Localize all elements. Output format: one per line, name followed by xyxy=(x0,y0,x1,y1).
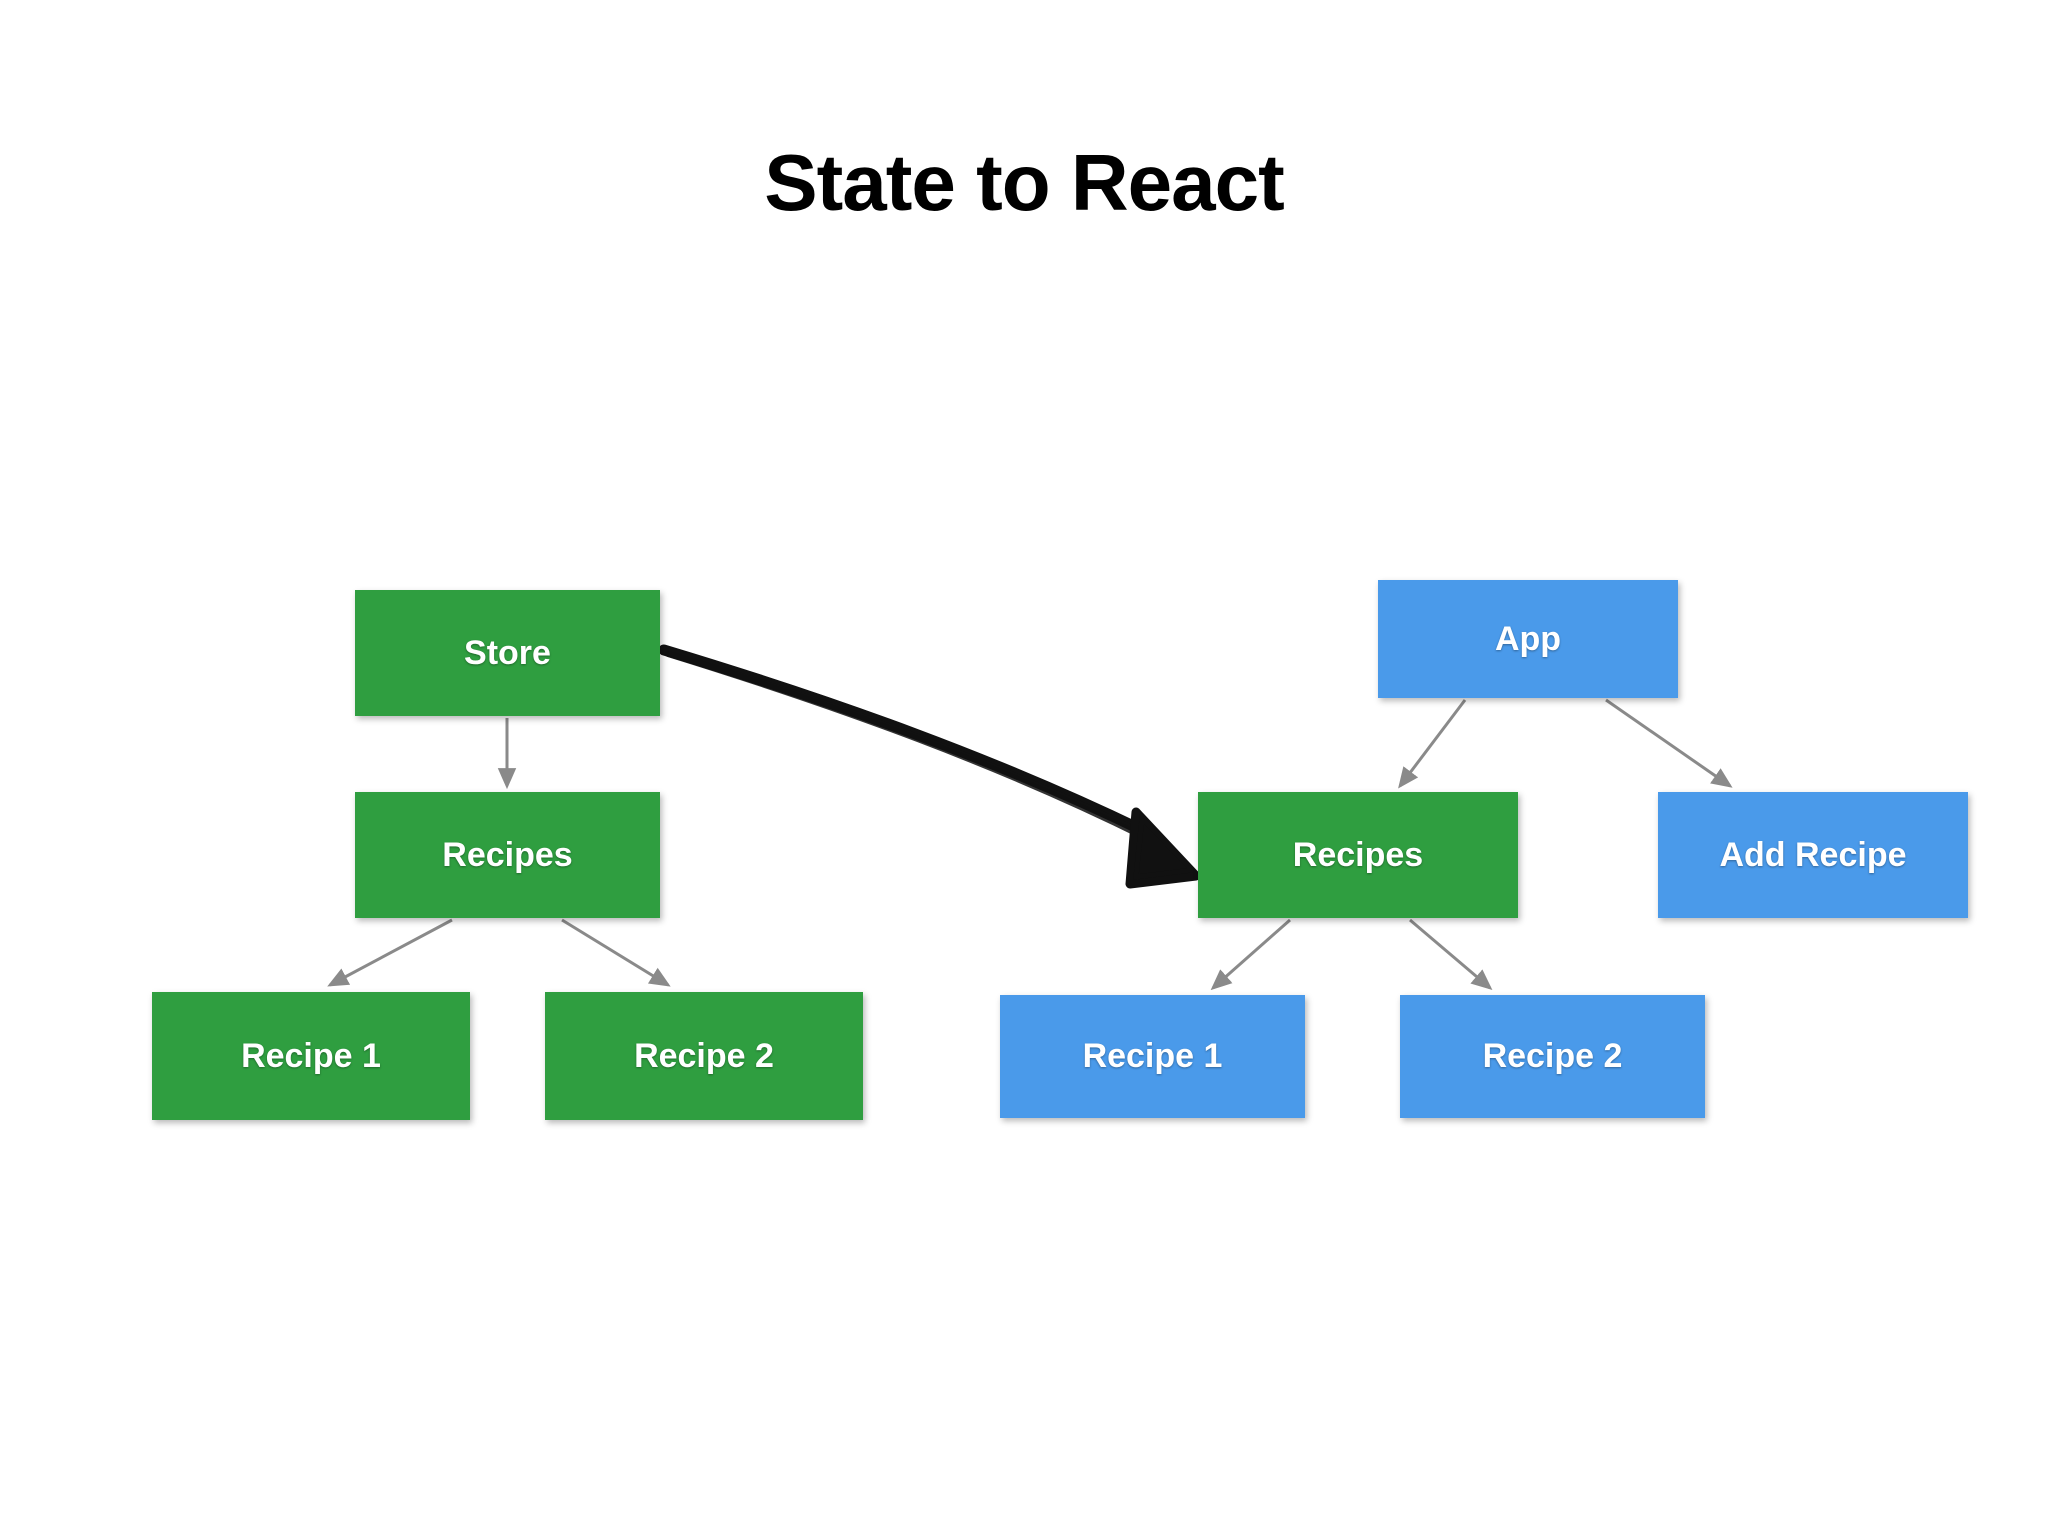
node-store[interactable]: Store xyxy=(355,590,660,716)
node-label: Recipe 2 xyxy=(634,1036,774,1075)
node-left-recipe-1[interactable]: Recipe 1 xyxy=(152,992,470,1120)
node-label: Recipes xyxy=(1292,835,1424,874)
page-title: State to React xyxy=(764,138,1284,227)
node-label: App xyxy=(1494,619,1562,658)
node-label: Recipe 1 xyxy=(241,1036,381,1075)
node-right-recipe-2[interactable]: Recipe 2 xyxy=(1400,995,1705,1118)
edge-recipes-to-recipe-1 xyxy=(327,918,453,987)
edge-right-recipes-to-recipe-1 xyxy=(1210,918,1291,991)
node-app[interactable]: App xyxy=(1378,580,1678,698)
node-right-recipe-1[interactable]: Recipe 1 xyxy=(1000,995,1305,1118)
node-left-recipe-2[interactable]: Recipe 2 xyxy=(545,992,863,1120)
node-label: Recipe 2 xyxy=(1482,1037,1623,1075)
edge-app-to-add-recipe xyxy=(1605,698,1733,788)
node-label: Add Recipe xyxy=(1719,835,1907,874)
node-left-recipes[interactable]: Recipes xyxy=(355,792,660,918)
node-label: Store xyxy=(464,633,551,672)
edge-app-to-recipes xyxy=(1398,699,1467,789)
node-add-recipe[interactable]: Add Recipe xyxy=(1658,792,1968,918)
edge-right-recipes-to-recipe-2 xyxy=(1409,918,1493,991)
node-right-recipes[interactable]: Recipes xyxy=(1198,792,1518,918)
node-label: Recipe 1 xyxy=(1082,1037,1223,1075)
node-label: Recipes xyxy=(442,835,573,874)
edge-store-to-right-recipes-handdrawn xyxy=(658,644,1201,889)
edge-recipes-to-recipe-2 xyxy=(561,918,671,987)
